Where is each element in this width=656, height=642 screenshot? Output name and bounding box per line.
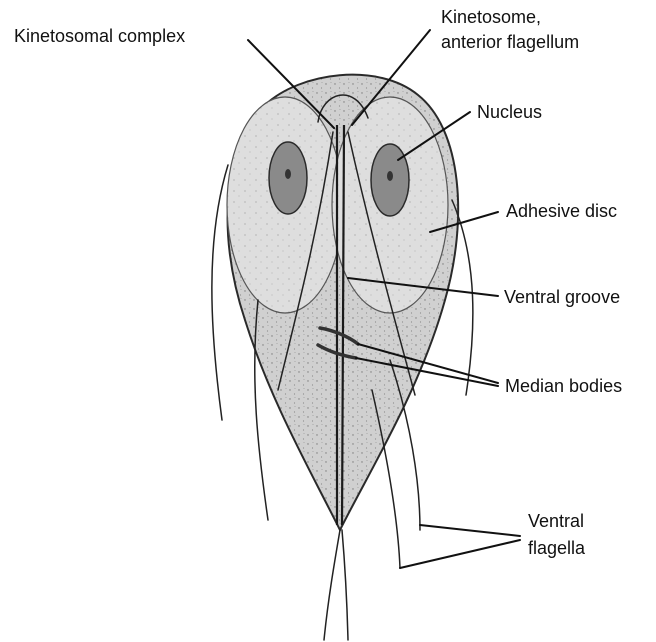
leader-ventral-flagella-2 xyxy=(400,540,520,568)
label-median-bodies: Median bodies xyxy=(505,376,622,396)
label-adhesive-disc: Adhesive disc xyxy=(506,201,617,221)
posterior-flagellum-1 xyxy=(324,530,340,640)
posterior-flagellum-2 xyxy=(342,530,348,640)
label-nucleus: Nucleus xyxy=(477,102,542,122)
nucleolus-right xyxy=(387,171,393,181)
label-kinetosomal-complex: Kinetosomal complex xyxy=(14,26,185,46)
leader-ventral-flagella-1 xyxy=(420,525,520,536)
label-flagella: flagella xyxy=(528,538,586,558)
label-ventral-groove: Ventral groove xyxy=(504,287,620,307)
label-anterior-flagellum: anterior flagellum xyxy=(441,32,579,52)
label-ventral: Ventral xyxy=(528,511,584,531)
trailing-flagellum-left xyxy=(212,165,228,420)
label-kinetosome: Kinetosome, xyxy=(441,7,541,27)
nucleolus-left xyxy=(285,169,291,179)
